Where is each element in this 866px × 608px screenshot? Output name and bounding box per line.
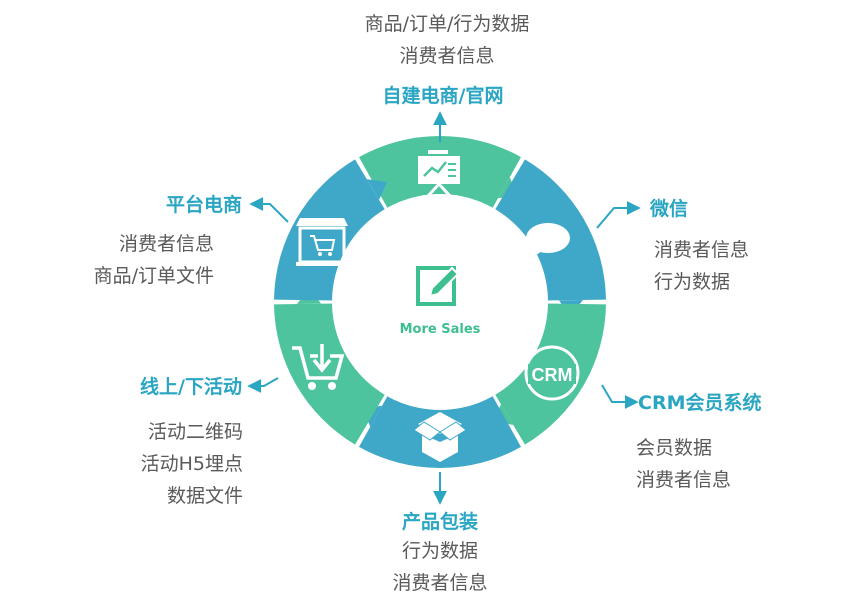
top-line-1: 商品/订单/行为数据 xyxy=(365,13,530,35)
segment-platform-notch xyxy=(366,179,388,200)
offline-title: 线上/下活动 xyxy=(140,375,242,398)
offline-line-2: 活动H5埋点 xyxy=(141,453,243,475)
connectors xyxy=(247,111,641,505)
offline-line-1: 活动二维码 xyxy=(148,421,243,443)
arrow-weixin xyxy=(596,201,641,229)
offline-line-3: 数据文件 xyxy=(167,485,243,507)
arrow-crm xyxy=(601,384,639,409)
weixin-line-1: 消费者信息 xyxy=(654,239,749,261)
platform-line-2: 商品/订单文件 xyxy=(94,265,214,287)
edit-icon xyxy=(416,266,460,306)
crm-icon-text: CRM xyxy=(532,365,573,385)
crm-badge-icon: CRM xyxy=(524,345,580,401)
top-title: 自建电商/官网 xyxy=(383,84,504,107)
platform-title: 平台电商 xyxy=(166,193,242,216)
top-line-2: 消费者信息 xyxy=(399,45,494,67)
online-store-icon xyxy=(296,218,348,266)
package-line-1: 行为数据 xyxy=(402,540,478,562)
package-line-2: 消费者信息 xyxy=(392,572,487,594)
speech-bubble-icon xyxy=(526,223,570,262)
weixin-line-2: 行为数据 xyxy=(654,271,730,293)
segment-offline xyxy=(274,303,391,445)
shopping-cart-icon xyxy=(292,344,345,390)
package-title: 产品包装 xyxy=(402,510,478,533)
presentation-board-icon xyxy=(418,150,460,198)
arrow-platform xyxy=(249,197,289,223)
crm-line-2: 消费者信息 xyxy=(636,469,731,491)
crm-line-1: 会员数据 xyxy=(636,437,712,459)
open-box-icon xyxy=(413,412,467,462)
arrow-offline xyxy=(247,377,279,393)
platform-line-1: 消费者信息 xyxy=(119,233,214,255)
weixin-title: 微信 xyxy=(649,197,688,220)
crm-title: CRM会员系统 xyxy=(638,391,761,414)
center-label: More Sales xyxy=(400,322,481,337)
ring xyxy=(274,136,606,468)
